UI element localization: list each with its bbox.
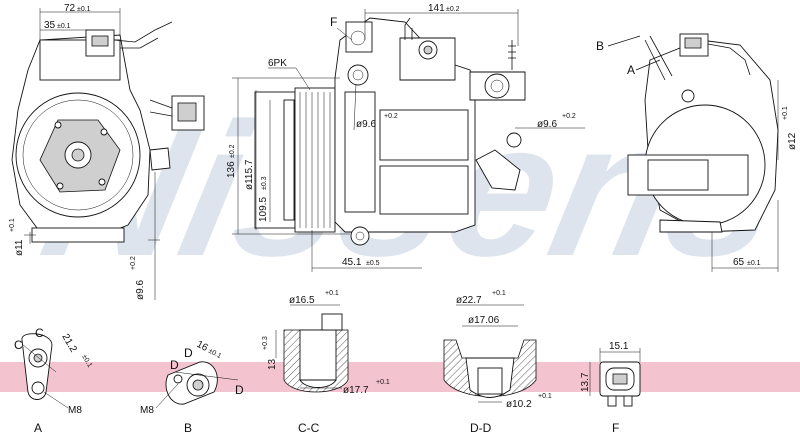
detail-f-height: 13.7	[580, 372, 591, 392]
dim-d96-b: ø9.6	[537, 119, 557, 130]
detail-cc-top: ø16.5	[289, 295, 315, 306]
dim-45: 45.1	[342, 257, 362, 268]
detail-dd-caption: D-D	[470, 421, 492, 435]
dim-d96-a-tol: +0.2	[384, 113, 398, 120]
detail-cc-height-tol: +0.3	[262, 336, 269, 350]
callout-b: B	[596, 39, 604, 53]
dim-d11-tol: +0.1	[9, 218, 16, 232]
detail-a-thread: M8	[68, 405, 82, 416]
detail-f: 15.1 13.7 F	[580, 341, 641, 435]
detail-f-width: 15.1	[609, 341, 629, 352]
detail-a-dim: 21.2	[59, 332, 78, 355]
detail-cc-bottom: ø17.7	[343, 385, 369, 396]
dim-65-tol: ±0.1	[747, 260, 761, 267]
dim-d96-front-tol: +0.2	[130, 256, 137, 270]
dim-35-tol: ±0.1	[57, 23, 71, 30]
dim-45-tol: ±0.5	[366, 260, 380, 267]
pink-band	[0, 362, 800, 392]
dim-d96-front: ø9.6	[135, 280, 146, 300]
detail-cc-height: 13	[267, 358, 278, 370]
detail-dd-inner: ø17.06	[468, 315, 500, 326]
dim-d12: ø12	[787, 132, 798, 150]
dim-141-tol: ±0.2	[446, 6, 460, 13]
detail-b-d3: D	[235, 383, 244, 397]
detail-dd-top-tol: +0.1	[492, 290, 506, 297]
detail-cc-caption: C-C	[298, 421, 320, 435]
detail-a-c2: C	[35, 326, 44, 340]
detail-dd-bottom-tol: +0.1	[538, 393, 552, 400]
dim-136: 136	[226, 161, 237, 178]
dim-d96-b-tol: +0.2	[562, 113, 576, 120]
dim-72: 72	[64, 3, 76, 14]
side-view: 141 ±0.2 F 6PK 136 ±0.2 ø115.7 109.5 ±0.…	[226, 3, 585, 272]
detail-b-caption: B	[184, 421, 192, 435]
detail-b-thread: M8	[140, 405, 154, 416]
detail-dd-bottom: ø10.2	[506, 399, 532, 410]
detail-cc-top-tol: +0.1	[325, 290, 339, 297]
detail-dd: ø22.7 +0.1 ø17.06 ø10.2 +0.1 D-D	[443, 290, 552, 435]
detail-b-d2: D	[184, 346, 193, 360]
callout-f: F	[330, 15, 337, 29]
detail-dd-top: ø22.7	[456, 295, 482, 306]
detail-cc: ø16.5 +0.1 13 +0.3 ø17.7 +0.1 C-C	[262, 290, 390, 435]
dim-109-tol: ±0.3	[261, 176, 268, 190]
dim-109: 109.5	[258, 197, 269, 222]
dim-115: ø115.7	[244, 159, 255, 190]
dim-d96-a: ø9.6	[356, 119, 376, 130]
dim-d11: ø11	[14, 239, 25, 256]
dim-72-tol: ±0.1	[77, 6, 91, 13]
dim-65: 65	[733, 257, 745, 268]
belt-label: 6PK	[268, 58, 287, 69]
rear-view: B A ø12 +0.1 65 ±0.1	[596, 33, 798, 272]
detail-b-dim: 16	[195, 339, 210, 354]
detail-b-dim-tol: ±0.1	[207, 348, 222, 361]
detail-cc-bottom-tol: +0.1	[376, 379, 390, 386]
detail-a-c1: C	[14, 338, 23, 352]
dim-141: 141	[428, 3, 445, 14]
detail-b: D D D 16 ±0.1 M8 B	[140, 339, 244, 435]
detail-b-d1: D	[170, 358, 179, 372]
dim-136-tol: ±0.2	[229, 144, 236, 158]
front-view: 72 ±0.1 35 ±0.1 ø11 +0.1 ø9.6 +0.2	[9, 3, 205, 300]
dim-35: 35	[44, 20, 56, 31]
detail-a-caption: A	[34, 421, 42, 435]
detail-f-caption: F	[612, 421, 619, 435]
dim-d12-tol: +0.1	[782, 106, 789, 120]
callout-a: A	[627, 63, 635, 77]
